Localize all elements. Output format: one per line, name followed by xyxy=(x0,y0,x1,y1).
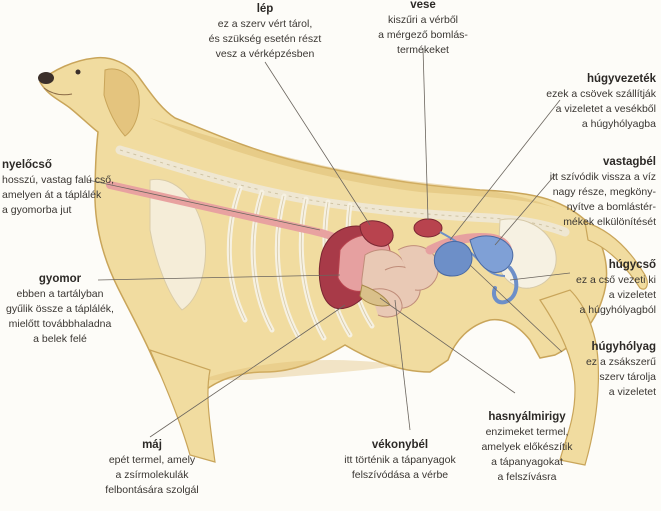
label-hasnyalmirigy-desc-2: amelyek előkészítik xyxy=(481,441,573,453)
label-hugyholyag-desc-1: ez a zsákszerű xyxy=(585,356,656,368)
label-vastagbel-title: vastagbél xyxy=(602,156,656,168)
label-vese: vese kiszűri a vérből a mérgező bomlás- … xyxy=(372,0,474,58)
shoulder-blade xyxy=(149,178,207,311)
label-hasnyalmirigy: hasnyálmirigy enzimeket termel, amelyek … xyxy=(468,410,586,485)
small-intestine-organ xyxy=(361,245,439,318)
label-maj-desc-1: epét termel, amely xyxy=(108,454,196,466)
label-nyelocso-desc-3: a gyomorba jut xyxy=(2,204,72,216)
label-gyomor-desc-4: a belek felé xyxy=(33,333,87,345)
label-hugyholyag-desc-3: a vizeletet xyxy=(608,386,656,398)
label-gyomor-desc-2: gyűlik össze a táplálék, xyxy=(6,303,114,315)
dog-tail xyxy=(584,221,648,290)
dog-hind-leg xyxy=(539,289,600,466)
label-hugyholyag-title: húgyhólyag xyxy=(591,341,656,353)
label-hasnyalmirigy-title: hasnyálmirigy xyxy=(488,411,566,423)
label-vastagbel-desc-1: itt szívódik vissza a víz xyxy=(549,171,656,183)
label-vese-desc-2: a mérgező bomlás- xyxy=(378,29,468,41)
label-vekonybel: vékonybél itt történik a tápanyagok fels… xyxy=(330,438,470,483)
label-hugycso-desc-1: ez a cső vezeti ki xyxy=(576,274,656,286)
label-hasnyalmirigy-desc-4: a felszívásra xyxy=(497,471,557,483)
label-maj: máj epét termel, amely a zsírmolekulák f… xyxy=(92,438,212,498)
label-vekonybel-desc-2: felszívódása a vérbe xyxy=(351,469,449,481)
label-vekonybel-title: vékonybél xyxy=(371,439,429,451)
label-gyomor-title: gyomor xyxy=(38,273,82,285)
label-hasnyalmirigy-desc-3: a tápanyagokat xyxy=(491,456,563,468)
label-vastagbel-desc-2: nagy része, megköny- xyxy=(552,186,656,198)
label-lep: lép ez a szerv vért tárol, és szükség es… xyxy=(205,2,325,62)
label-hugyholyag-desc-2: szerv tárolja xyxy=(599,371,656,383)
leader-lines xyxy=(87,47,571,438)
label-hugyvezetek-desc-1: ezek a csövek szállítják xyxy=(546,88,656,100)
label-vekonybel-desc-1: itt történik a tápanyagok xyxy=(344,454,456,466)
label-maj-desc-3: felbontására szolgál xyxy=(105,484,199,496)
label-vese-title: vese xyxy=(410,0,436,11)
label-nyelocso-desc-2: amelyen át a táplálék xyxy=(2,189,102,201)
label-hugycso-title: húgycső xyxy=(608,259,656,271)
label-vastagbel-desc-4: mékek elkülönítését xyxy=(563,216,656,228)
label-lep-title: lép xyxy=(256,3,274,15)
dog-ear xyxy=(103,68,140,137)
label-vastagbel-desc-3: nyítve a bomlástér- xyxy=(566,201,656,213)
label-hugyvezetek: húgyvezeték ezek a csövek szállítják a v… xyxy=(530,72,656,132)
label-vese-desc-3: termékeket xyxy=(397,44,449,56)
label-maj-desc-2: a zsírmolekulák xyxy=(115,469,189,481)
label-gyomor-desc-1: ebben a tartályban xyxy=(16,288,104,300)
spleen-organ xyxy=(359,220,394,247)
label-lep-desc-2: és szükség esetén részt xyxy=(208,33,322,45)
label-hasnyalmirigy-desc-1: enzimeket termel, xyxy=(485,426,569,438)
dog-front-leg xyxy=(148,349,216,463)
kidney-organ xyxy=(413,218,443,238)
label-nyelocso-title: nyelőcső xyxy=(2,159,52,171)
label-vastagbel: vastagbél itt szívódik vissza a víz nagy… xyxy=(530,155,656,230)
bladder-organ xyxy=(433,240,473,277)
label-gyomor: gyomor ebben a tartályban gyűlik össze a… xyxy=(4,272,116,347)
label-hugyvezetek-desc-2: a vizeletet a vesékből xyxy=(555,103,656,115)
label-hugycso: húgycső ez a cső vezeti ki a vizeletet a… xyxy=(548,258,656,318)
label-nyelocso: nyelőcső hosszú, vastag falú cső, amelye… xyxy=(2,158,122,218)
label-lep-desc-1: ez a szerv vért tárol, xyxy=(217,18,313,30)
dog-nose xyxy=(38,72,54,84)
label-hugycso-desc-2: a vizeletet xyxy=(608,289,656,301)
label-hugyvezetek-desc-3: a húgyhólyagba xyxy=(581,118,656,130)
label-hugyvezetek-title: húgyvezeték xyxy=(586,73,656,85)
label-vese-desc-1: kiszűri a vérből xyxy=(387,14,459,26)
label-nyelocso-desc-1: hosszú, vastag falú cső, xyxy=(2,174,115,186)
label-lep-desc-3: vesz a vérképzésben xyxy=(215,48,315,60)
dog-eye xyxy=(75,69,81,75)
label-hugyholyag: húgyhólyag ez a zsákszerű szerv tárolja … xyxy=(548,340,656,400)
label-hugycso-desc-3: a húgyhólyagból xyxy=(579,304,656,316)
label-gyomor-desc-3: mielőtt továbbhaladna xyxy=(8,318,112,330)
label-maj-title: máj xyxy=(142,439,162,451)
